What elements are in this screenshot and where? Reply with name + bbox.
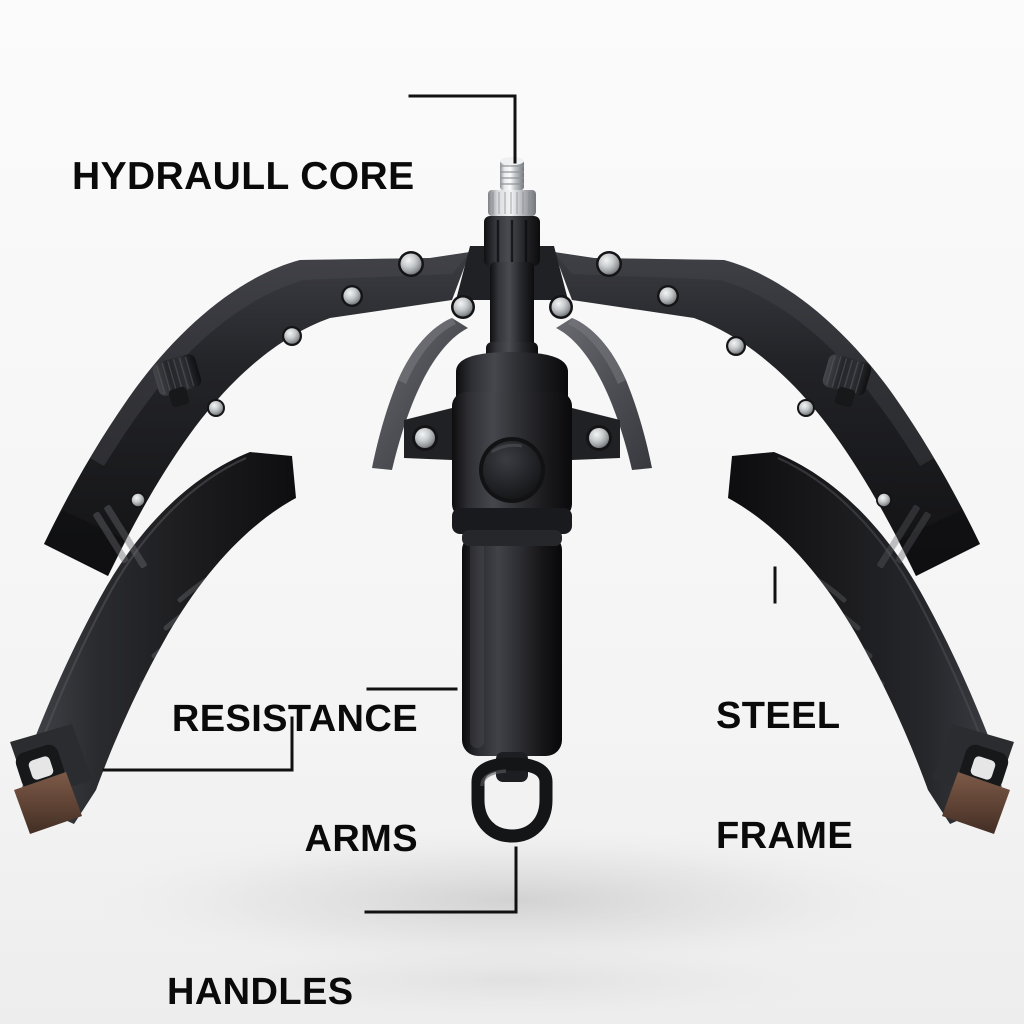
handle-right-copper-cap xyxy=(942,772,1010,834)
piston-rod xyxy=(490,262,534,348)
chrome-threaded-tip xyxy=(500,157,524,190)
frame-arm-right-shade xyxy=(898,510,980,576)
steel-frame-right xyxy=(554,252,980,576)
handle-left-body xyxy=(20,452,296,824)
handle-left-endcap xyxy=(10,724,92,834)
frame-rivets-right xyxy=(549,251,892,508)
resistance-arms-label-line-2: ARMS xyxy=(304,818,418,861)
leader-resistance-arms-lower xyxy=(102,716,294,772)
frame-arm-right xyxy=(554,252,980,576)
hydraulic-core xyxy=(404,157,620,843)
frame-arm-right-highlight xyxy=(554,252,934,466)
adjustment-knob-left[interactable] xyxy=(151,353,203,409)
hydraull-core-label: HYDRAULL CORE xyxy=(72,73,415,280)
handles-label-line-1: HANDLES xyxy=(167,970,354,1013)
frame-rivets-left xyxy=(130,251,475,508)
handle-left-copper-cap xyxy=(14,772,82,834)
d-ring xyxy=(471,757,553,843)
handle-right-body xyxy=(728,452,1004,824)
cylinder-body xyxy=(452,352,572,534)
cylinder-port xyxy=(483,441,541,499)
handle-right-embossed-text xyxy=(877,504,931,569)
frame-arm-left-highlight xyxy=(90,252,470,466)
resistance-arm-left xyxy=(372,318,468,470)
resistance-arms-label: RESISTANCE ARMS xyxy=(172,618,418,940)
ground-shadow xyxy=(82,828,942,972)
resistance-arm-left-highlight xyxy=(398,318,456,384)
resistance-arm-right xyxy=(556,318,652,470)
handle-left-embossed-text xyxy=(93,504,147,569)
d-ring-assembly xyxy=(471,752,553,843)
resistance-arm-right-highlight xyxy=(568,318,626,384)
steel-frame-label-line-1: STEEL xyxy=(716,694,841,737)
hydraull-core-label-line-1: HYDRAULL CORE xyxy=(72,154,415,198)
lower-barrel xyxy=(462,530,562,756)
resistance-arms-label-line-1: RESISTANCE xyxy=(171,697,418,740)
knurled-silver-ring xyxy=(488,190,536,216)
steel-frame-label: STEEL FRAME xyxy=(716,615,853,937)
frame-arm-left-shade xyxy=(44,510,126,576)
cylinder-bracket-right xyxy=(572,408,620,460)
leader-hydraull-core xyxy=(408,94,517,164)
handles-label: HANDLES xyxy=(167,891,353,1024)
upper-collar xyxy=(484,216,540,266)
steel-frame-left xyxy=(44,252,470,576)
leader-lines xyxy=(102,94,777,914)
steel-frame-label-line-2: FRAME xyxy=(716,815,854,858)
handle-right-endcap xyxy=(932,724,1014,834)
leader-handles xyxy=(364,846,518,914)
ground-shadow-soft xyxy=(182,940,842,1020)
resistance-arms xyxy=(372,318,652,470)
handle-left-seam xyxy=(34,456,247,757)
frame-arm-left xyxy=(44,252,470,576)
handle-right-seam xyxy=(777,456,990,757)
cylinder-bracket-left xyxy=(404,408,452,460)
adjustment-knob-right[interactable] xyxy=(821,353,873,409)
